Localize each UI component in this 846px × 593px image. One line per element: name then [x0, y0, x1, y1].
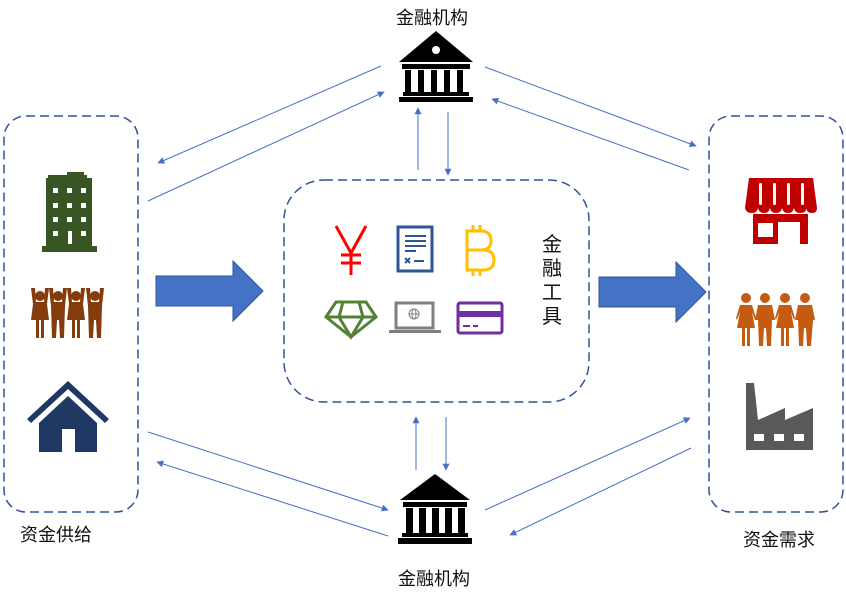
yen-icon: [334, 225, 368, 275]
instruments-to-demand-arrow: [598, 260, 707, 324]
bank-icon-bottom: [398, 474, 472, 544]
contract-document-icon: [396, 225, 434, 273]
bitcoin-icon: [465, 225, 496, 276]
arrow-top-bank-to-demand: [484, 66, 697, 148]
storefront-icon: [745, 178, 817, 244]
arrow-demand-to-top-bank: [491, 97, 690, 171]
instruments-label: 金融工具: [542, 232, 562, 328]
institution-label-top: 金融机构: [396, 8, 468, 29]
institution-label-bottom: 金融机构: [398, 569, 470, 590]
arrow-supply-to-bottom-bank: [147, 431, 389, 512]
credit-card-icon: [456, 301, 504, 335]
bank-icon-top: [399, 31, 473, 102]
office-building-icon: [42, 172, 97, 252]
supply-box: [3, 115, 139, 513]
arrow-demand-to-bottom-bank: [509, 447, 692, 536]
diamond-icon: [323, 300, 379, 340]
family-group-icon: [736, 293, 815, 346]
supply-label: 资金供给: [20, 525, 92, 546]
arrow-bottom-bank-to-supply: [156, 460, 389, 537]
laptop-globe-icon: [389, 301, 441, 333]
instruments-box: [283, 179, 590, 403]
house-icon: [27, 381, 109, 452]
arrow-bottom-bank-to-demand: [484, 417, 691, 511]
demand-box: [708, 115, 844, 513]
arrow-top-bank-to-supply: [157, 65, 382, 164]
factory-icon: [746, 383, 813, 450]
supply-to-instruments-arrow: [155, 259, 264, 323]
arrow-supply-to-top-bank: [147, 91, 385, 202]
people-cheering-icon: [31, 288, 104, 338]
demand-label: 资金需求: [743, 530, 815, 551]
